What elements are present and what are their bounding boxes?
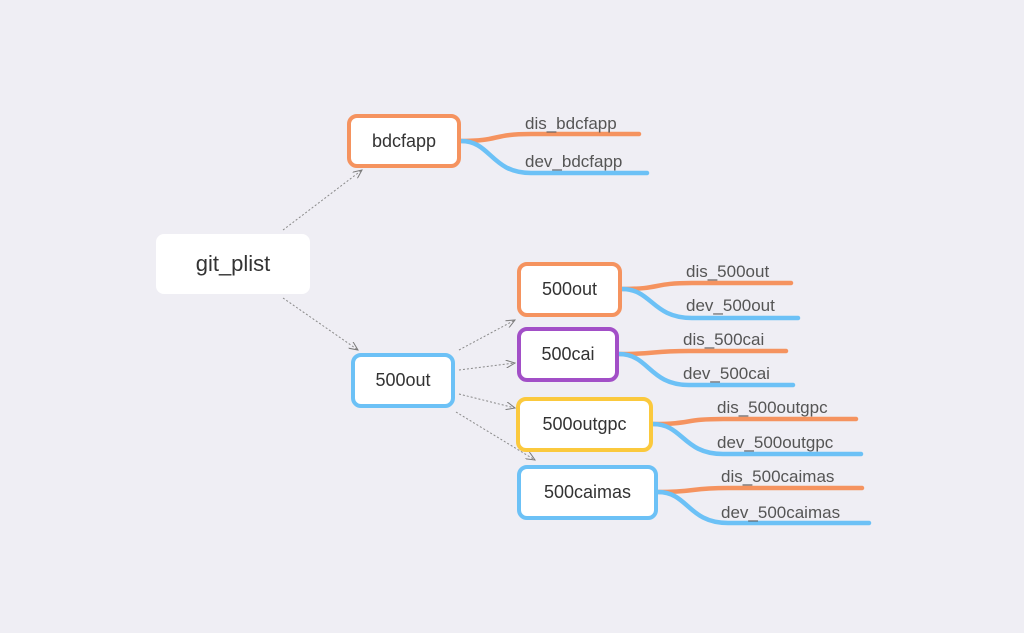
leaf-dev-500outgpc[interactable]: dev_500outgpc — [717, 433, 834, 452]
leaf-dev-500out[interactable]: dev_500out — [686, 296, 775, 315]
child-node-500caimas[interactable]: 500caimas — [517, 465, 658, 520]
leaf-dis-bdcfapp[interactable]: dis_bdcfapp — [525, 114, 617, 133]
child-node-label: 500caimas — [543, 482, 632, 502]
leaf-line-dis-500caimas — [655, 485, 865, 495]
child-node-500outgpc[interactable]: 500outgpc — [516, 397, 653, 452]
leaf-line-dev-500out — [619, 286, 801, 321]
branch-node-bdcfapp[interactable]: bdcfapp — [347, 114, 461, 168]
branch-node-500out[interactable]: 500out — [351, 353, 455, 408]
leaf-line-dev-500outgpc — [650, 421, 864, 457]
root-node[interactable]: git_plist — [156, 234, 310, 294]
arrow-500out-to-child-500out — [458, 320, 515, 351]
branch-node-label: bdcfapp — [371, 130, 437, 151]
leaf-line-dis-500cai — [616, 348, 789, 357]
child-node-label: 500outgpc — [542, 414, 627, 434]
branch-node-label: 500out — [375, 370, 431, 390]
leaf-dis-500outgpc[interactable]: dis_500outgpc — [717, 398, 828, 417]
leaf-dev-500caimas[interactable]: dev_500caimas — [721, 503, 841, 522]
leaf-dis-500cai[interactable]: dis_500cai — [683, 330, 765, 349]
arrow-500out-to-child-500cai — [458, 363, 515, 371]
leaf-line-dev-500cai — [616, 351, 796, 388]
leaf-dev-bdcfapp[interactable]: dev_bdcfapp — [525, 152, 623, 171]
leaf-line-dis-500out — [619, 280, 794, 292]
leaf-line-dis-bdcfapp — [458, 131, 642, 144]
root-node-label: git_plist — [195, 251, 271, 276]
leaf-dis-500out[interactable]: dis_500out — [686, 262, 770, 281]
child-node-label: 500out — [541, 279, 598, 299]
child-node-label: 500cai — [541, 344, 595, 364]
arrow-500out-to-child-500outgpc — [458, 393, 515, 408]
child-node-500cai[interactable]: 500cai — [517, 327, 619, 382]
leaf-line-dev-500caimas — [655, 489, 872, 526]
arrow-root-to-bdcfapp — [282, 170, 362, 231]
leaf-dis-500caimas[interactable]: dis_500caimas — [721, 467, 835, 486]
leaf-line-dev-bdcfapp — [458, 138, 650, 176]
arrow-500out-to-child-500caimas — [455, 411, 535, 460]
leaf-dev-500cai[interactable]: dev_500cai — [683, 364, 770, 383]
arrow-root-to-500out — [282, 297, 358, 350]
leaf-line-dis-500outgpc — [650, 416, 859, 427]
child-node-500out[interactable]: 500out — [517, 262, 622, 317]
